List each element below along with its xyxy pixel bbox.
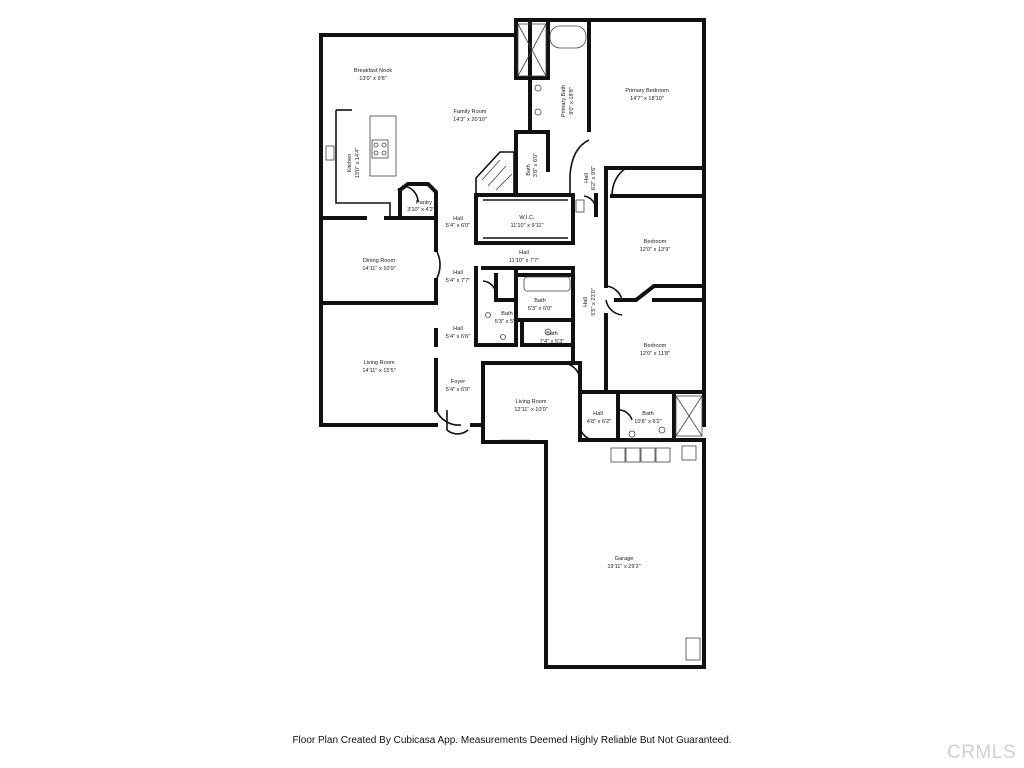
bath-e-name: Bath [642,411,654,417]
bath-a-dim: 3'8" x 6'0" [533,153,539,177]
floor-plan-caption: Floor Plan Created By Cubicasa App. Meas… [292,735,732,746]
pantry-name: Pantry [416,200,432,206]
crmls-watermark: CRMLS [946,742,1016,763]
family-room-name: Family Room [454,109,487,115]
bath-c-dim: 5'3" x 5'0" [495,319,519,325]
living-room-b-dim: 12'11" x 10'0" [514,407,547,413]
pantry-dim: 3'10" x 4'2" [407,207,435,213]
living-room-b-name: Living Room [515,399,546,405]
primary-bath-dim: 9'0" x 18'8" [569,87,575,115]
bath-d-dim: 7'4" x 5'3" [540,339,564,345]
garage-name: Garage [615,556,634,562]
wic-name: W.I.C. [519,215,535,221]
bedroom-b-name: Bedroom [644,343,667,349]
garage-dim: 19'11" x 29'2" [607,564,640,570]
hall-d-dim: 5'4" x 7'7" [446,278,470,284]
room-labels: Breakfast Nook 13'0" x 9'8" Family Room … [347,68,670,570]
hall-f-name: Hall [453,326,463,332]
living-room-a-dim: 14'11" x 15'5" [362,368,395,374]
hall-d-name: Hall [453,270,463,276]
primary-bath-name: Primary Bath [561,85,567,117]
bath-b-dim: 5'3" x 6'0" [528,306,552,312]
doors [401,185,633,441]
living-room-a-name: Living Room [363,360,394,366]
breakfast-nook-name: Breakfast Nook [354,68,392,74]
bedroom-a-dim: 12'0" x 13'9" [640,247,671,253]
hall-b-name: Hall [453,216,463,222]
hall-f-dim: 5'4" x 6'6" [446,334,470,340]
bath-e-dim: 10'8" x 6'2" [634,419,662,425]
hall-g-name: Hall [593,411,603,417]
fixtures [325,23,703,661]
bath-d-name: Bath [546,331,558,337]
bath-c-name: Bath [501,311,513,317]
interior-walls [319,18,706,442]
dining-room-name: Dining Room [363,258,396,264]
family-room-dim: 14'3" x 20'10" [453,117,487,123]
bath-b-name: Bath [534,298,546,304]
dining-room-dim: 14'11" x 10'9" [362,266,395,272]
foyer-dim: 5'4" x 6'9" [446,387,470,393]
primary-bedroom-name: Primary Bedroom [625,88,669,94]
kitchen-name: Kitchen [347,154,353,173]
breakfast-nook-dim: 13'0" x 9'8" [359,76,387,82]
wic-dim: 11'10" x 9'11" [511,223,544,229]
bath-a-name: Bath [526,164,532,176]
hall-g-dim: 4'8" x 6'2" [587,419,611,425]
primary-bedroom-dim: 14'7" x 18'10" [630,96,664,102]
foyer-name: Foyer [451,379,465,385]
hall-c-dim: 11'10" x 7'7" [509,258,539,264]
hall-e-dim: 5'5" x 23'0" [591,288,597,316]
hall-e-name: Hall [583,297,589,307]
bedroom-a-name: Bedroom [644,239,667,245]
hall-b-dim: 5'4" x 6'0" [446,223,470,229]
hall-a-dim: 6'2" x 9'6" [591,166,597,190]
kitchen-dim: 13'0" x 14'4" [355,148,361,179]
hall-a-name: Hall [584,173,590,183]
bedroom-b-dim: 12'0" x 11'8" [640,351,670,357]
hall-c-name: Hall [519,250,529,256]
